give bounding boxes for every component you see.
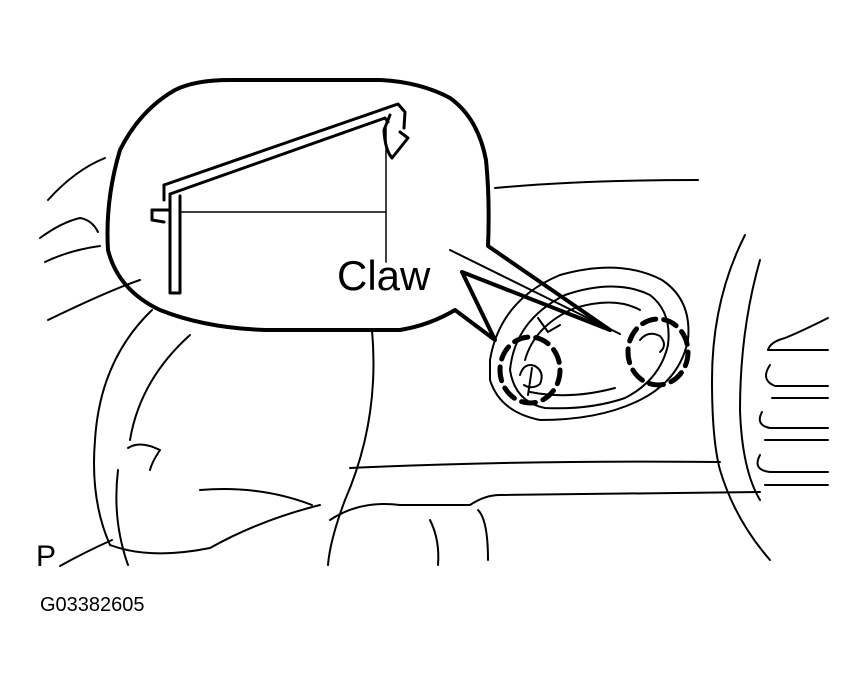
figure-code-label: G03382605 (40, 594, 145, 616)
dashboard-lineart (39, 157, 829, 566)
claw-label: Claw (337, 252, 431, 299)
view-marker-label: P (36, 540, 57, 573)
p-leader (59, 539, 113, 567)
claw-locator-circles (497, 316, 691, 406)
right-claw-circle (625, 316, 691, 388)
callout-bubble (105, 78, 612, 342)
left-claw-circle (497, 334, 563, 406)
clip-detail (150, 102, 621, 335)
